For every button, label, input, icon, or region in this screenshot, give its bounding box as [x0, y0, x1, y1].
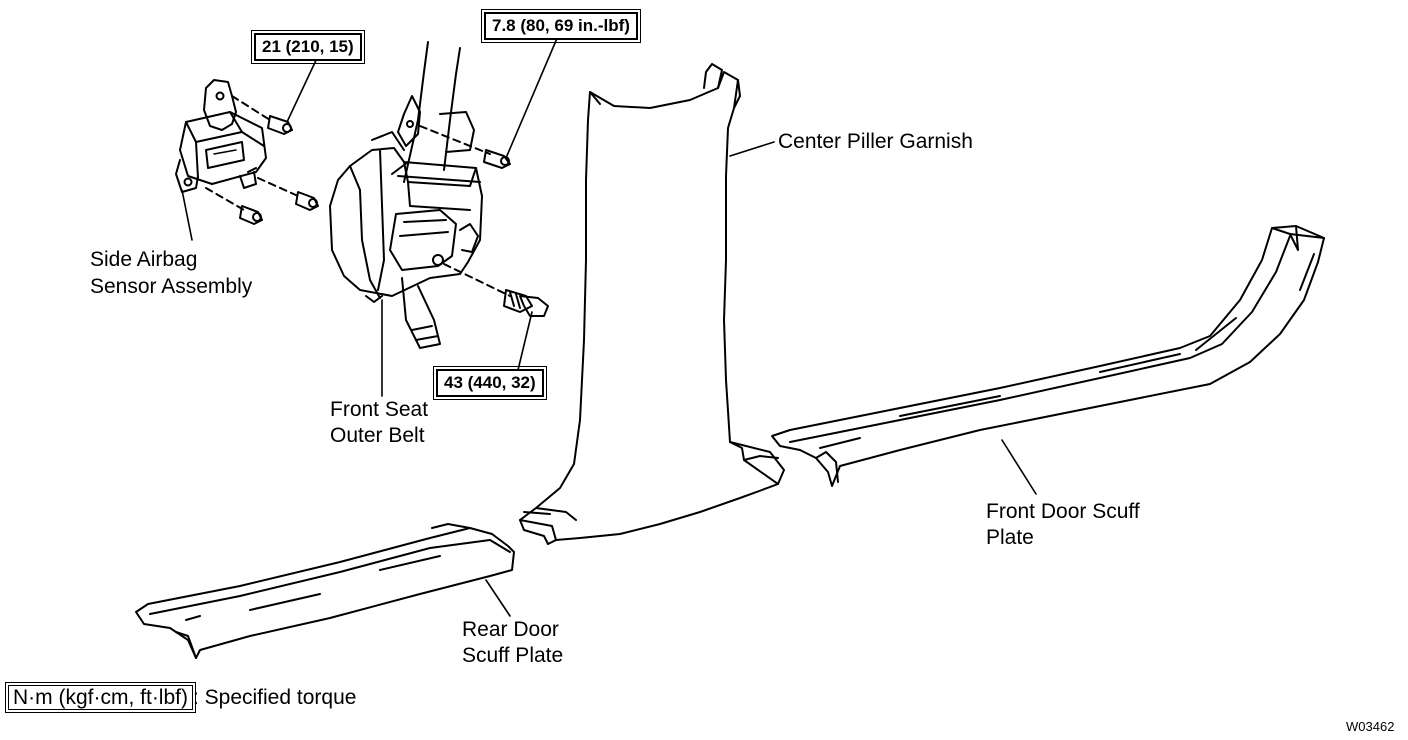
sensor-bolts [205, 95, 319, 225]
leader-lines [181, 35, 1037, 617]
leader-sensor-bolt [286, 55, 319, 123]
leader-belt-anchor-bolt [517, 311, 533, 371]
front-seat-outer-belt-drawing [329, 41, 483, 349]
label-side-airbag-sensor-line1: Side Airbag [90, 248, 198, 271]
legend-unit-box: N·m (kgf·cm, ft·lbf) [5, 682, 196, 713]
label-front-door-scuff-line2: Plate [986, 526, 1034, 549]
torque-label-sensor-bolt: 21 (210, 15) [251, 30, 365, 64]
leader-center-pillar [729, 141, 775, 157]
figure-id: W03462 [1346, 719, 1395, 734]
side-airbag-sensor-drawing [175, 79, 267, 193]
label-center-pillar-garnish: Center Piller Garnish [778, 130, 973, 153]
torque-label-belt-upper-bolt: 7.8 (80, 69 in.-lbf) [481, 9, 641, 43]
label-side-airbag-sensor-line2: Sensor Assembly [90, 275, 253, 298]
belt-bolts [419, 125, 549, 317]
legend-description: : Specified torque [192, 686, 357, 709]
leader-front-scuff [1001, 439, 1037, 495]
center-pillar-garnish-drawing [519, 63, 785, 545]
leader-belt-upper-bolt [505, 35, 559, 159]
label-front-seat-belt-line1: Front Seat [330, 398, 429, 421]
torque-legend: N·m (kgf·cm, ft·lbf): Specified torque [5, 682, 357, 713]
label-rear-door-scuff-line1: Rear Door [462, 618, 559, 641]
label-front-seat-belt-line2: Outer Belt [330, 424, 425, 447]
torque-label-belt-anchor-bolt: 43 (440, 32) [433, 366, 547, 400]
label-rear-door-scuff-line2: Scuff Plate [462, 644, 564, 667]
leader-rear-scuff [485, 579, 511, 617]
front-door-scuff-plate-drawing [771, 225, 1325, 487]
leader-airbag-sensor [181, 189, 193, 241]
rear-door-scuff-plate-drawing [135, 523, 515, 659]
label-front-door-scuff-line1: Front Door Scuff [986, 500, 1140, 523]
